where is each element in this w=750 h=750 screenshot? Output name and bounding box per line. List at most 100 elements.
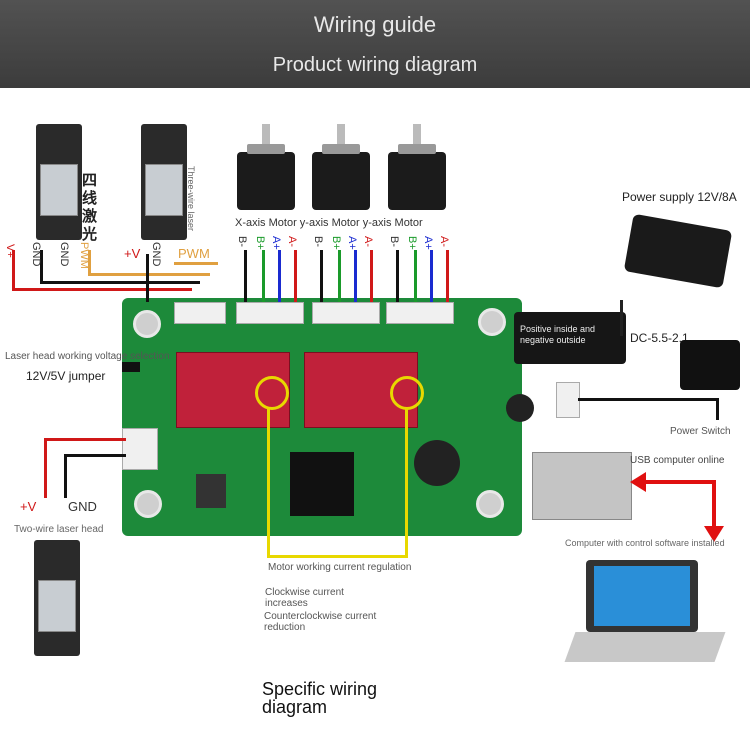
counterclockwise-label: Counterclockwise current reduction xyxy=(264,611,377,633)
laser-connector xyxy=(174,302,226,324)
usb-arrow-down-head xyxy=(704,526,724,542)
two-wire-red xyxy=(44,438,47,498)
two-wire-black xyxy=(64,454,126,457)
highlight-line xyxy=(267,555,408,558)
highlight-line xyxy=(405,407,408,557)
clockwise-label: Clockwise current increases xyxy=(265,587,344,609)
motor-wire-green xyxy=(414,250,417,302)
polarity-note: Positive inside and negative outside xyxy=(520,324,596,345)
wire-label-gnd: GND xyxy=(150,242,162,267)
laptop-base xyxy=(564,632,726,662)
wire-black xyxy=(40,250,43,283)
two-wire-laser-connector xyxy=(122,428,158,470)
two-wire-laser xyxy=(34,540,80,656)
usb-port xyxy=(532,452,632,520)
page-title: Wiring guide xyxy=(313,12,437,37)
motor-wire-green xyxy=(262,250,265,302)
motor-wire-red xyxy=(294,250,297,302)
motor-pin-label: A+ xyxy=(270,236,282,250)
motor-pin-label: B+ xyxy=(330,236,342,250)
motor-pin-label: A- xyxy=(362,236,374,247)
voltage-regulator xyxy=(196,474,226,508)
usb-arrow-line xyxy=(712,480,716,528)
motor-pin-label: B- xyxy=(312,236,324,247)
laser-voltage-label: Laser head working voltage selection xyxy=(5,351,170,362)
two-wire-gnd: GND xyxy=(68,499,97,514)
jumper-label: 12V/5V jumper xyxy=(26,369,106,383)
motor-wire-black xyxy=(320,250,323,302)
power-supply-label: Power supply 12V/8A xyxy=(622,190,737,204)
switch-wire xyxy=(716,398,719,420)
motor-pin-label: A- xyxy=(286,236,298,247)
buzzer xyxy=(414,440,460,486)
power-switch-label: Power Switch xyxy=(670,426,731,437)
motor-wire-blue xyxy=(278,250,281,302)
wire-red xyxy=(12,288,192,291)
motor-y-connector xyxy=(312,302,380,324)
two-wire-red xyxy=(44,438,126,441)
dc-jack-label: DC-5.5-2.1 xyxy=(630,331,689,345)
pot-highlight-x xyxy=(255,376,289,410)
motor-pin-label: A+ xyxy=(422,236,434,250)
computer-label: Computer with control software installed xyxy=(565,538,725,548)
laser-label-plate xyxy=(40,164,78,216)
current-regulation-label: Motor working current regulation xyxy=(268,562,412,573)
laser-label-plate xyxy=(145,164,183,216)
power-cable xyxy=(620,300,623,336)
two-wire-black xyxy=(64,454,67,498)
power-adapter xyxy=(623,213,733,289)
mount-hole xyxy=(478,308,506,336)
usb-arrow-left-head xyxy=(630,472,646,492)
wire-label-vplus: +V xyxy=(124,246,141,261)
wire-label-pwm: PWM xyxy=(78,242,90,269)
laptop-display xyxy=(594,566,690,626)
power-switch xyxy=(680,340,740,390)
footer-caption: Specific wiring diagram xyxy=(262,679,378,717)
wire-pwm xyxy=(174,262,218,265)
motor-x-connector xyxy=(236,302,304,324)
wire-label-vplus: V+ xyxy=(4,244,16,258)
wire-pwm xyxy=(88,250,91,275)
y-axis-motor-2 xyxy=(388,124,446,210)
three-wire-laser xyxy=(141,124,187,240)
motor-pin-label: A+ xyxy=(346,236,358,250)
highlight-line xyxy=(267,407,270,557)
three-wire-laser-label: Three-wire laser xyxy=(186,166,196,232)
motor-wire-green xyxy=(338,250,341,302)
motor-pin-label: B- xyxy=(236,236,248,247)
y-axis-motor-1 xyxy=(312,124,370,210)
jumper xyxy=(122,362,140,372)
capacitor xyxy=(506,394,534,422)
wire-label-pwm: PWM xyxy=(178,246,210,261)
motor-wire-black xyxy=(244,250,247,302)
switch-connector xyxy=(556,382,580,418)
two-wire-laser-label: Two-wire laser head xyxy=(14,524,104,535)
motor-pin-label: B- xyxy=(388,236,400,247)
dc-jack xyxy=(514,312,626,364)
wire-red xyxy=(12,250,15,290)
mount-hole xyxy=(134,490,162,518)
switch-wire xyxy=(578,398,718,401)
four-wire-laser-label: 四线激光 xyxy=(82,172,98,243)
wire-pwm xyxy=(88,273,210,276)
four-wire-laser xyxy=(36,124,82,240)
two-wire-vplus: +V xyxy=(20,499,37,514)
microcontroller xyxy=(290,452,354,516)
motor-wire-black xyxy=(396,250,399,302)
wire-black xyxy=(146,254,149,302)
wire-black xyxy=(40,281,200,284)
x-axis-motor xyxy=(237,124,295,210)
wire-label-gnd: GND xyxy=(58,242,70,267)
motor-pin-label: B+ xyxy=(406,236,418,250)
mount-hole xyxy=(476,490,504,518)
motor-wire-red xyxy=(446,250,449,302)
motor-wire-blue xyxy=(430,250,433,302)
wire-label-gnd: GND xyxy=(30,242,42,267)
motor-pin-label: B+ xyxy=(254,236,266,250)
motor-wire-red xyxy=(370,250,373,302)
motor-label: X-axis Motor y-axis Motor y-axis Motor xyxy=(235,217,423,229)
usb-arrow-line xyxy=(644,480,716,484)
header-bar: Wiring guide Product wiring diagram xyxy=(0,0,750,88)
laser-label-plate xyxy=(38,580,76,632)
usb-label: USB computer online xyxy=(630,455,725,466)
